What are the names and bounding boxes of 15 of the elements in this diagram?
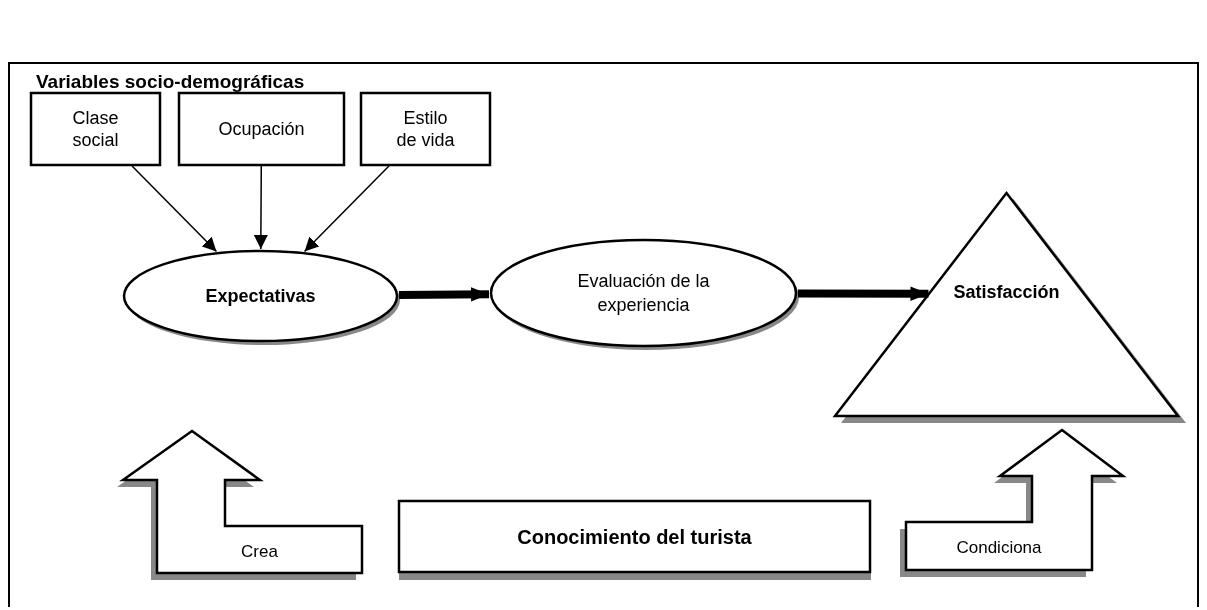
node-label: Conocimiento del turista — [517, 524, 752, 550]
arrow — [398, 287, 490, 302]
node-label: Ocupación — [218, 117, 305, 141]
group-heading: Variables socio-demográficas — [36, 70, 305, 94]
arrow — [303, 165, 390, 253]
node-label: Condiciona — [956, 537, 1042, 560]
node-label: Crea — [241, 540, 278, 563]
arrow — [798, 286, 929, 301]
arrow — [253, 165, 268, 250]
node-label: Clase social — [71, 107, 120, 151]
node-label: Evaluación de la experiencia — [576, 270, 711, 317]
node-label: Expectativas — [205, 284, 316, 308]
node-label: Estilo de vida — [396, 107, 455, 151]
arrow — [131, 165, 218, 253]
node-label: Satisfacción — [953, 280, 1060, 304]
